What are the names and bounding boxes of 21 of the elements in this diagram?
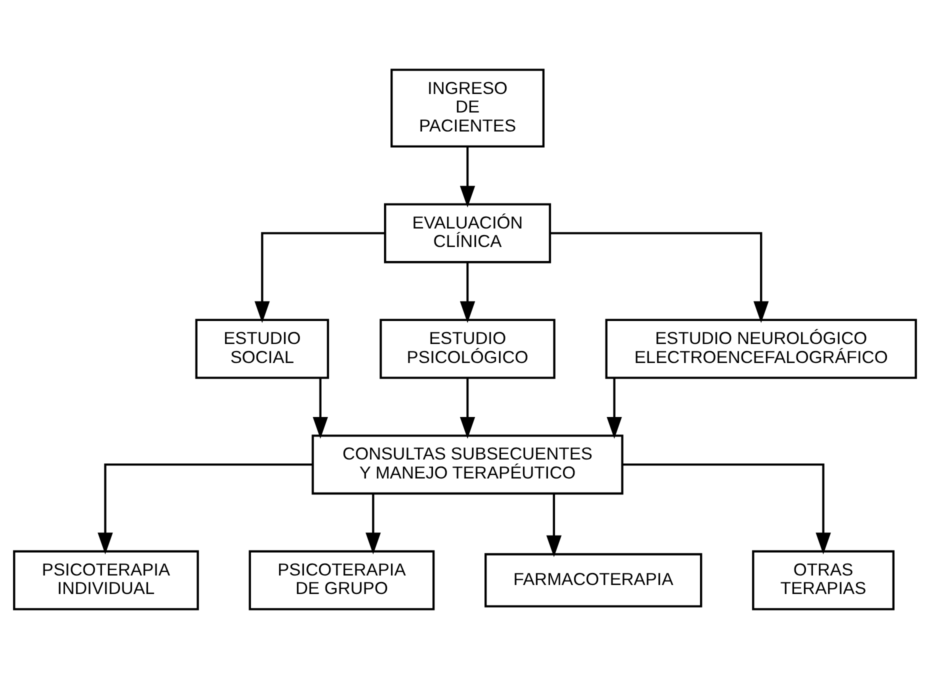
arrow: [460, 262, 476, 322]
node-box: OTRAS TERAPIAS: [752, 550, 895, 610]
arrow: [312, 378, 328, 438]
node-box: CONSULTAS SUBSECUENTES Y MANEJO TERAPÉUTICO: [312, 434, 624, 494]
node-box: INGRESO DE PACIENTES: [390, 68, 545, 148]
node-box: ESTUDIO NEUROLÓGICO ELECTROENCEFALOGRÁFICO: [605, 318, 917, 378]
node-box: ESTUDIO PSICOLÓGICO: [380, 318, 556, 378]
arrow: [254, 232, 385, 322]
node-box: ESTUDIO SOCIAL: [195, 318, 330, 378]
arrow: [98, 463, 312, 554]
node-box: PSICOTERAPIA INDIVIDUAL: [13, 550, 199, 610]
arrow: [460, 146, 476, 208]
arrow: [546, 493, 562, 557]
node-box: EVALUACIÓN CLÍNICA: [384, 202, 552, 263]
arrow: [550, 232, 769, 322]
arrow: [460, 378, 476, 438]
arrow: [366, 493, 381, 554]
node-box: PSICOTERAPIA DE GRUPO: [248, 550, 435, 610]
node-box: FARMACOTERAPIA: [484, 552, 702, 607]
arrow: [622, 463, 831, 554]
arrow: [606, 378, 622, 438]
